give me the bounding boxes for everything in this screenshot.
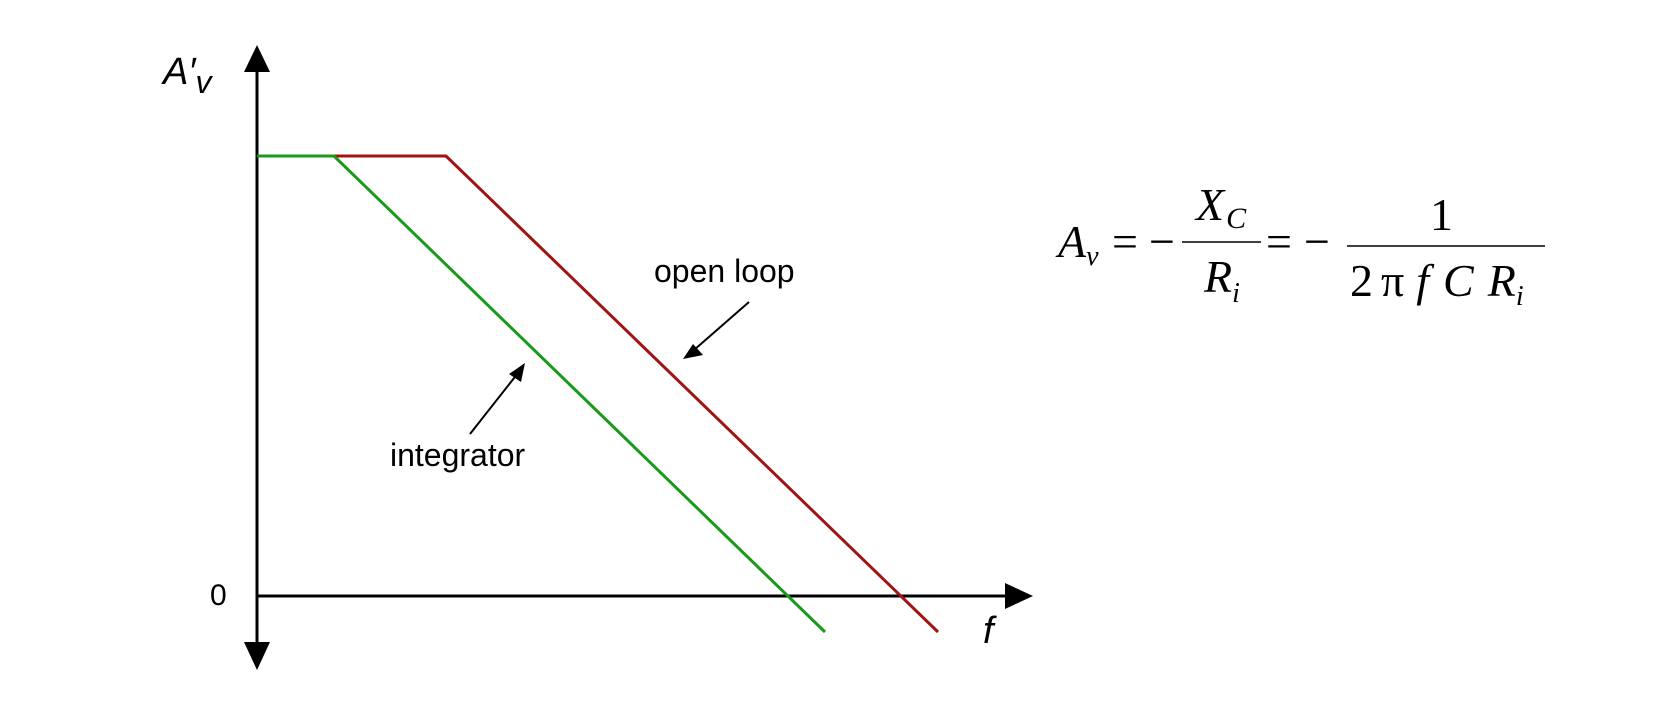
formula-lhs: Av (1055, 216, 1099, 272)
y-axis-label-prime: ′ (188, 51, 197, 93)
formula-frac2-den-two: 2 (1350, 255, 1373, 306)
formula-frac2-den-f: f (1416, 255, 1435, 306)
formula-lhs-subscript: v (1086, 241, 1099, 272)
formula-frac1-num-symbol: X (1194, 179, 1226, 230)
x-axis-right-arrow-icon (1005, 583, 1033, 609)
y-axis-up-arrow-icon (244, 45, 270, 72)
formula-frac2-den-pi: π (1381, 255, 1404, 306)
formula-equals-1: = (1112, 216, 1138, 267)
formula-frac2-den-r: R (1487, 255, 1516, 306)
integrator-curve (257, 154, 827, 634)
formula-frac2-numerator: 1 (1430, 189, 1453, 240)
formula-frac1-den-symbol: R (1203, 251, 1232, 302)
formula-lhs-symbol: A (1055, 216, 1087, 267)
open-loop-pointer-arrow-icon (683, 301, 750, 359)
formula-minus-1: − (1149, 216, 1175, 267)
formula-frac2-den-c: C (1443, 255, 1475, 306)
integrator-label: integrator (390, 437, 526, 473)
y-axis-label: A′v (161, 51, 213, 100)
x-axis-label: f (983, 610, 997, 652)
formula-frac2-den-r-subscript: i (1516, 281, 1524, 312)
open-loop-curve (334, 154, 940, 634)
formula-frac1-denominator: Ri (1203, 251, 1240, 309)
formula-frac1-den-subscript: i (1232, 278, 1240, 309)
integrator-pointer-arrow-icon (469, 363, 525, 435)
formula-frac1-numerator: XC (1194, 179, 1247, 235)
y-axis-label-subscript: v (195, 64, 213, 100)
origin-label: 0 (210, 579, 227, 612)
y-axis-label-symbol: A (161, 51, 188, 93)
open-loop-label: open loop (654, 253, 795, 289)
formula-frac1-num-subscript: C (1226, 202, 1247, 235)
formula-equals-2: = (1266, 216, 1292, 267)
formula-minus-2: − (1304, 216, 1330, 267)
y-axis-down-arrow-icon (244, 642, 270, 670)
x-axis (257, 583, 1033, 609)
y-axis (244, 45, 270, 670)
